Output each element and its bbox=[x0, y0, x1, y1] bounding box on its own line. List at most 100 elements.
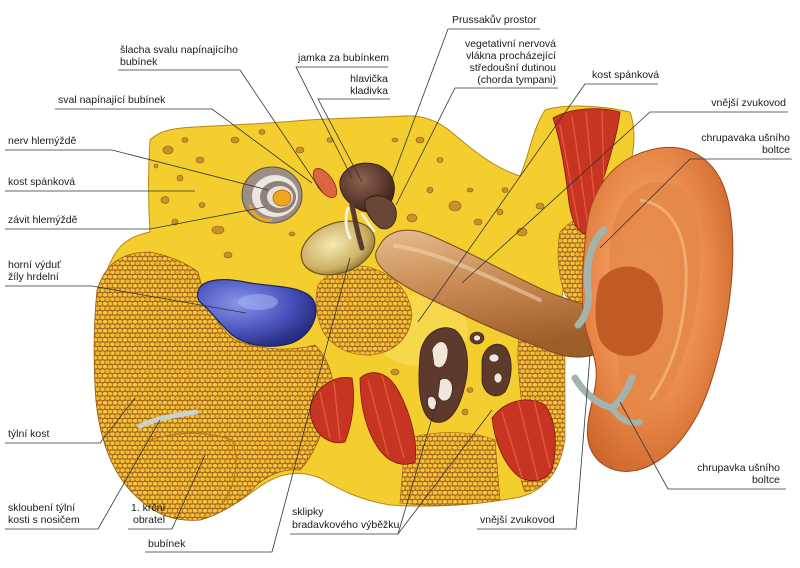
mastoid-cell bbox=[493, 372, 503, 384]
muscle-bottom-left bbox=[309, 372, 417, 465]
label-temporal-bone-right: kost spánková bbox=[592, 69, 659, 81]
bone-speckle bbox=[181, 137, 189, 143]
bone-speckle bbox=[160, 196, 170, 204]
bone-speckle bbox=[258, 129, 266, 135]
leader-line-ear-canal-top bbox=[461, 111, 788, 284]
ligament bbox=[344, 206, 352, 240]
label-temporal-bone-left: kost spánková bbox=[8, 176, 75, 188]
bone-speckle bbox=[501, 187, 509, 193]
leader-line-occipital-bone bbox=[5, 397, 136, 444]
tensor-tympani-muscle bbox=[312, 167, 338, 199]
leader-line-atlanto-occipital-joint bbox=[5, 419, 161, 530]
antihelix-ridge bbox=[639, 198, 688, 401]
label-chorda-tympani-line3: středoušní dutinou bbox=[470, 62, 557, 74]
bone-speckle bbox=[496, 208, 504, 216]
mastoid-cell bbox=[473, 334, 481, 342]
muscle-fiber bbox=[319, 391, 331, 439]
label-cochlear-nerve: nerv hlemýždě bbox=[8, 135, 76, 147]
muscle-fiber bbox=[533, 399, 551, 469]
vertebra-outline bbox=[149, 432, 237, 506]
bone-speckles bbox=[153, 129, 545, 416]
mastoid-air-cells bbox=[418, 327, 512, 423]
leader-line-jugular-bulb bbox=[5, 285, 247, 314]
label-chorda-tympani-line2: vlákna procházející bbox=[466, 50, 556, 62]
bone-speckle bbox=[288, 231, 296, 237]
leader-line-mastoid-cells-2 bbox=[397, 409, 493, 535]
bone-speckle bbox=[436, 157, 444, 163]
label-ear-canal-bottom: vnější zvukovod bbox=[480, 514, 555, 526]
leader-line-chorda-tympani bbox=[395, 87, 558, 206]
leader-line-cochlea-turn bbox=[5, 206, 266, 230]
bone-speckle bbox=[195, 156, 205, 164]
bone-speckle bbox=[448, 200, 462, 212]
label-tensor-muscle: sval napínající bubínek bbox=[58, 94, 166, 106]
leader-line-atlas bbox=[128, 454, 206, 530]
label-chorda-tympani-line4: (chorda tympani) bbox=[477, 74, 556, 86]
label-prussak-space: Prussakův prostor bbox=[452, 14, 537, 26]
leader-line-prussak-space bbox=[387, 28, 540, 191]
label-malleus-head-line2: kladivka bbox=[350, 85, 388, 97]
bone-speckle bbox=[461, 408, 469, 416]
leader-line-malleus-head bbox=[317, 98, 390, 183]
label-tensor-tendon-line2: bubínek bbox=[120, 56, 158, 68]
mastoid-cell bbox=[437, 378, 453, 402]
leader-line-recess bbox=[295, 66, 388, 179]
muscle-fiber bbox=[381, 374, 405, 459]
mastoid-cell bbox=[431, 341, 449, 369]
bone-speckle bbox=[153, 163, 159, 169]
cochlea bbox=[241, 166, 303, 224]
label-mastoid-cells-line1: sklipky bbox=[292, 506, 324, 518]
label-recess: jamka za bubínkem bbox=[297, 52, 389, 64]
leader-line-auricle-cartilage-bottom bbox=[619, 401, 786, 490]
leader-line-temporal-bone-right bbox=[417, 83, 658, 323]
bone-speckle bbox=[211, 225, 225, 235]
jugular-bulb bbox=[196, 279, 317, 347]
mastoid-cell bbox=[427, 396, 437, 410]
bone-speckle bbox=[535, 202, 545, 210]
leader-line-cochlear-nerve bbox=[5, 149, 269, 191]
label-cochlea-turn: závit hlemýždě bbox=[8, 214, 78, 226]
label-auricle-cartilage-top-line2: boltce bbox=[762, 144, 790, 156]
bone-speckle bbox=[390, 368, 400, 376]
muscle-bottom-right bbox=[491, 399, 556, 482]
muscle-strip bbox=[491, 399, 556, 482]
auricle-cartilage-top bbox=[574, 226, 608, 329]
label-jugular-bulb-line1: horní výduť bbox=[8, 259, 62, 271]
muscle-fiber bbox=[517, 399, 539, 481]
auricle-cartilage-hook bbox=[609, 405, 643, 426]
label-ear-canal-top: vnější zvukovod bbox=[711, 97, 786, 109]
bone-speckle bbox=[426, 186, 434, 194]
label-eardrum: bubínek bbox=[148, 538, 186, 550]
label-occipital-bone: týlní kost bbox=[8, 428, 50, 440]
muscle-strip bbox=[309, 377, 354, 444]
bottom-honeycomb bbox=[399, 432, 501, 506]
bone-speckle bbox=[162, 145, 174, 155]
muscle-fiber bbox=[585, 111, 596, 209]
auricle bbox=[581, 147, 734, 472]
bone-speckle bbox=[230, 136, 240, 144]
bone-speckle bbox=[466, 387, 474, 393]
label-tensor-tendon-line1: šlacha svalu napínajícího bbox=[120, 44, 238, 56]
concha bbox=[595, 266, 664, 357]
atlanto-occipital-joint-band bbox=[137, 409, 199, 429]
cochlea-turn bbox=[248, 204, 273, 222]
label-auricle-cartilage-bottom-line1: chrupavka ušního bbox=[697, 462, 780, 474]
jugular-bulb-highlight bbox=[238, 294, 278, 310]
label-atlanto-occipital-joint-line1: skloubení týlní bbox=[8, 502, 75, 514]
leader-line-ear-canal-bottom bbox=[477, 354, 591, 530]
label-atlanto-occipital-joint-line2: kosti s nosičem bbox=[8, 514, 80, 526]
bone-speckle bbox=[171, 218, 179, 226]
label-auricle-cartilage-top-line1: chrupavaka ušního bbox=[701, 132, 790, 144]
muscle-fiber bbox=[333, 381, 341, 441]
occipital-honeycomb bbox=[93, 251, 334, 521]
label-mastoid-cells-line2: bradavkového výběžku bbox=[292, 519, 400, 531]
ossicles bbox=[339, 162, 397, 251]
label-atlas-line1: 1. krční bbox=[131, 502, 166, 514]
label-jugular-bulb-line2: žíly hrdelní bbox=[8, 271, 59, 283]
bone-speckle bbox=[176, 174, 184, 182]
label-auricle-cartilage-bottom-line2: boltce bbox=[752, 474, 780, 486]
mastoid-cell bbox=[488, 353, 500, 363]
cochlea-core bbox=[272, 189, 292, 207]
label-chorda-tympani-line1: vegetativní nervová bbox=[465, 38, 556, 50]
muscle-strip bbox=[359, 372, 417, 465]
